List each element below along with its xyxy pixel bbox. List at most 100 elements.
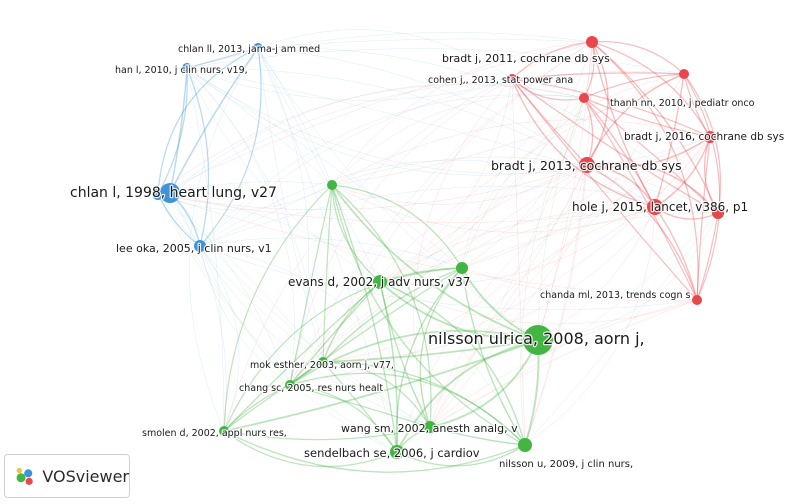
network-link	[461, 136, 711, 269]
network-link	[379, 78, 513, 283]
network-link	[199, 71, 685, 247]
node-nilsson2008[interactable]	[523, 325, 553, 355]
brand-name: VOSviewer	[42, 466, 129, 486]
network-link	[331, 184, 463, 269]
node-label-bradt2013: bradt j, 2013, cochrane db sys	[491, 158, 682, 173]
node-green_hub_a[interactable]	[327, 180, 337, 190]
network-link	[186, 67, 513, 101]
network-link	[331, 41, 593, 186]
network-link	[169, 83, 585, 194]
node-chlan1998[interactable]	[160, 183, 180, 203]
network-link	[157, 193, 201, 247]
network-link	[379, 206, 656, 283]
network-link	[696, 212, 719, 301]
node-thanh2010[interactable]	[679, 69, 689, 79]
network-link	[395, 267, 463, 453]
network-link	[586, 162, 719, 214]
network-link	[157, 193, 656, 224]
network-link	[683, 73, 721, 301]
node-chlan2013[interactable]	[253, 43, 263, 53]
node-chanda2013[interactable]	[692, 295, 702, 305]
network-link	[289, 164, 588, 386]
node-leeoka2005[interactable]	[194, 240, 206, 252]
node-wang2002[interactable]	[424, 421, 436, 433]
network-link	[322, 97, 585, 363]
network-link	[429, 212, 719, 428]
network-link	[169, 47, 259, 194]
network-link	[583, 97, 656, 208]
network-link	[169, 192, 431, 428]
node-bradt2016[interactable]	[704, 131, 716, 143]
network-link	[511, 78, 588, 166]
network-link	[289, 136, 711, 386]
node-smolen2002[interactable]	[219, 426, 229, 436]
node-label-chang2005: chang sc, 2005, res nurs healt	[239, 383, 383, 394]
node-mok2003[interactable]	[318, 357, 328, 367]
network-link	[379, 281, 399, 453]
network-link	[511, 78, 656, 208]
network-link	[591, 41, 656, 208]
node-bradt2013[interactable]	[579, 157, 595, 173]
network-link	[586, 41, 609, 166]
vosviewer-logo-icon	[16, 467, 33, 485]
network-link	[169, 181, 333, 194]
network-link	[524, 212, 719, 446]
network-link	[223, 41, 593, 432]
node-han2010[interactable]	[182, 63, 192, 73]
network-link	[289, 329, 539, 386]
vosviewer-badge: VOSviewer	[4, 454, 130, 498]
network-link	[257, 47, 381, 283]
node-label-mok2003: mok esther, 2003, aorn j, v77,	[250, 360, 394, 371]
network-link	[429, 299, 698, 428]
node-green_hub_b[interactable]	[456, 262, 468, 274]
network-link	[524, 206, 656, 446]
network-link	[591, 41, 699, 301]
network-link	[511, 78, 698, 301]
node-blue_small[interactable]	[152, 188, 164, 200]
network-link	[511, 78, 585, 101]
network-link	[537, 206, 656, 341]
network-link	[379, 281, 526, 446]
node-nilssonu2009[interactable]	[518, 438, 532, 452]
network-link	[199, 237, 463, 269]
node-red_right[interactable]	[712, 207, 724, 219]
network-link	[199, 245, 698, 310]
network-link	[322, 164, 588, 363]
network-link	[322, 339, 539, 363]
node-chang2005[interactable]	[285, 380, 295, 390]
network-link	[524, 164, 588, 446]
network-link	[157, 184, 333, 211]
network-link	[583, 97, 711, 138]
network-link	[223, 281, 381, 432]
network-link	[331, 184, 432, 428]
node-bradt2011[interactable]	[586, 36, 598, 48]
network-link	[583, 73, 685, 99]
network-link	[322, 267, 463, 363]
network-link	[199, 185, 719, 247]
node-sendelbach2006[interactable]	[390, 445, 404, 459]
node-label-sendelbach2006: sendelbach se, 2006, j cardiov	[304, 446, 480, 460]
network-link	[169, 78, 513, 194]
network-link	[524, 41, 593, 446]
network-link	[396, 164, 588, 453]
node-hole2015[interactable]	[647, 199, 663, 215]
node-evans2002[interactable]	[373, 275, 387, 289]
network-link	[257, 47, 539, 341]
network-link	[199, 94, 585, 247]
network-link	[396, 339, 539, 453]
network-link	[419, 267, 463, 428]
network-link	[331, 94, 585, 186]
node-label-evans2002: evans d, 2002, j adv nurs, v37	[288, 275, 470, 289]
network-link	[511, 78, 526, 446]
network-link	[331, 119, 711, 186]
network-link	[257, 38, 593, 49]
network-link	[703, 136, 719, 214]
network-link	[186, 67, 719, 214]
network-link	[537, 41, 593, 341]
network-link	[511, 41, 593, 80]
node-red_small[interactable]	[579, 93, 589, 103]
node-label-chlan1998: chlan l, 1998, heart lung, v27	[70, 185, 277, 201]
network-link	[199, 245, 240, 432]
node-cohen2013[interactable]	[507, 74, 517, 84]
network-link	[461, 97, 585, 269]
